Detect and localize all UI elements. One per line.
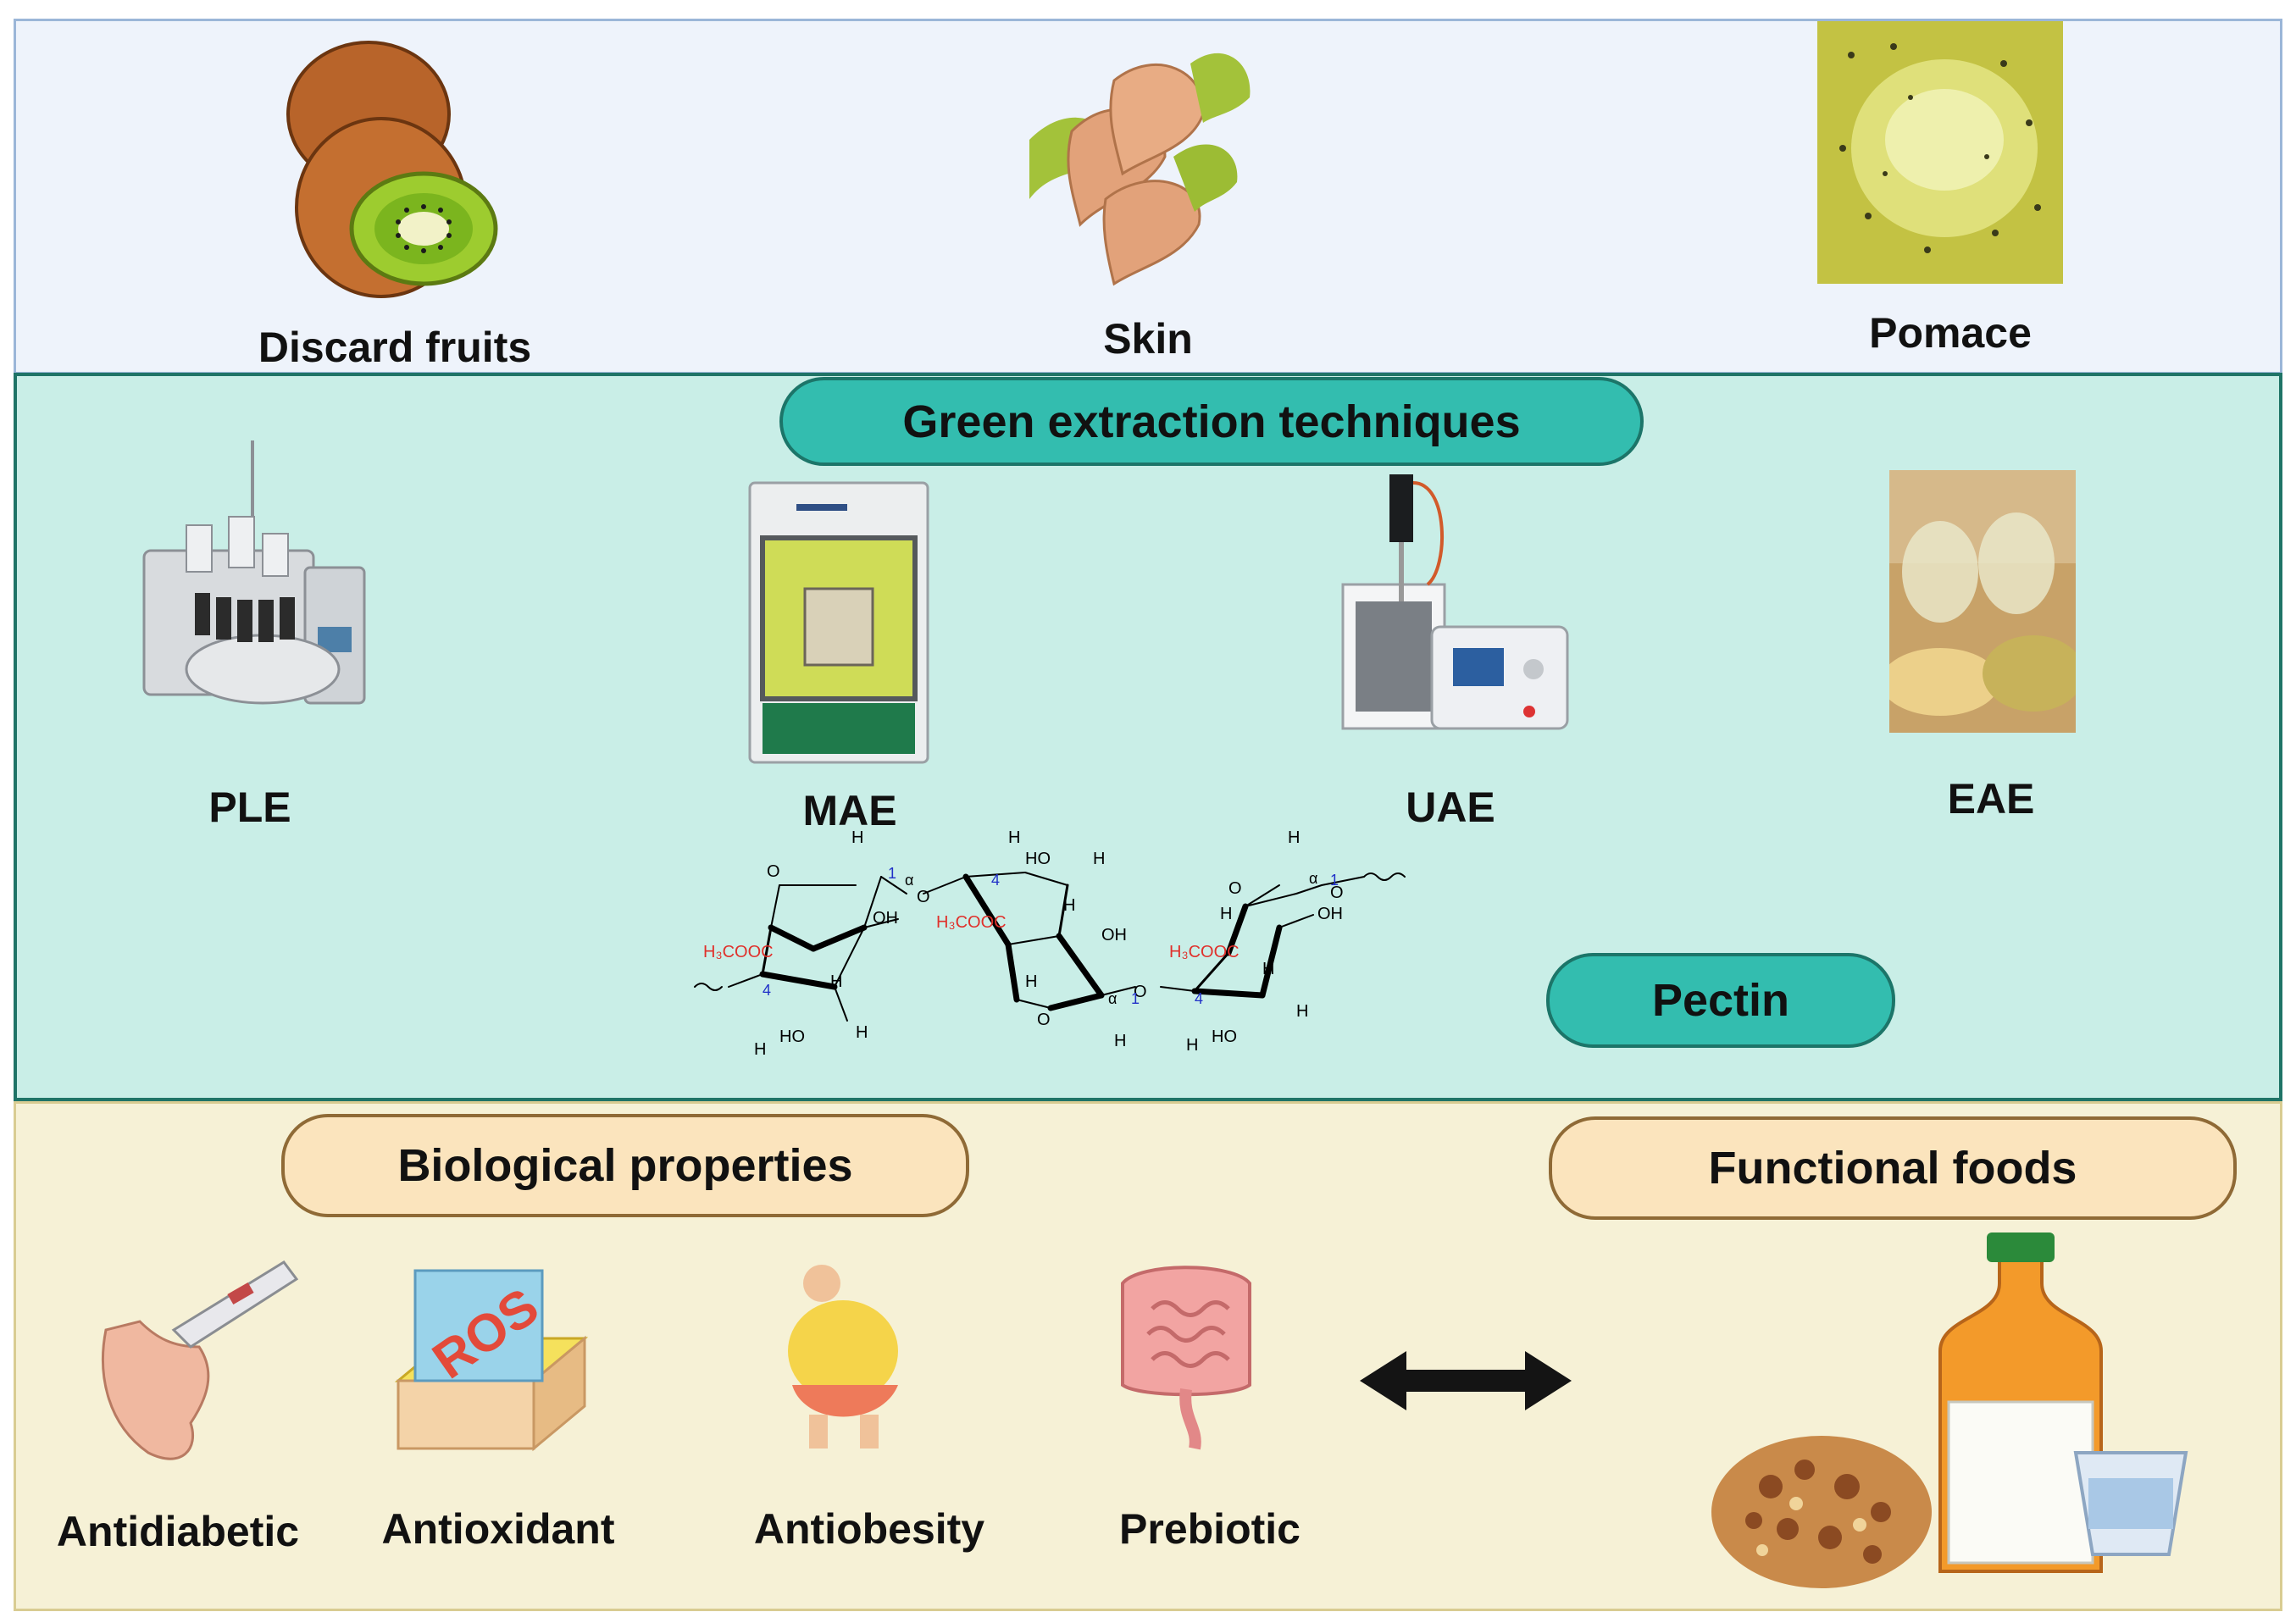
double-headed-arrow: [1360, 1351, 1572, 1410]
obese-person-icon: [771, 1258, 915, 1453]
svg-text:OH: OH: [1101, 926, 1127, 944]
svg-text:O: O: [917, 888, 930, 906]
svg-text:OH: OH: [873, 909, 898, 928]
svg-text:α: α: [1309, 870, 1317, 887]
intestine-prebiotic-icon: [1106, 1258, 1267, 1453]
antiobesity-label: Antiobesity: [753, 1505, 985, 1553]
eae-label: EAE: [1947, 775, 2035, 823]
svg-text:HO: HO: [1212, 1028, 1237, 1046]
svg-text:4: 4: [763, 982, 771, 999]
svg-text:HO: HO: [1025, 850, 1051, 868]
svg-text:HO: HO: [779, 1028, 805, 1046]
uae-label: UAE: [1406, 784, 1495, 831]
svg-text:H: H: [754, 1040, 766, 1059]
ple-label: PLE: [208, 784, 291, 831]
svg-text:H₃COOC: H₃COOC: [703, 943, 774, 961]
ple-instrument-image: [136, 440, 377, 720]
svg-text:O: O: [1037, 1011, 1051, 1029]
svg-text:H: H: [856, 1023, 868, 1042]
eae-enzyme-image: [1889, 470, 2076, 733]
svg-text:H: H: [1288, 828, 1300, 847]
skin-label: Skin: [1103, 315, 1193, 363]
svg-text:H: H: [1114, 1032, 1126, 1050]
svg-text:α: α: [905, 872, 913, 889]
svg-text:H: H: [1262, 960, 1274, 978]
mae-microwave-image: [746, 479, 932, 767]
svg-text:OH: OH: [1317, 905, 1343, 923]
svg-text:H: H: [1186, 1036, 1198, 1055]
svg-text:H₃COOC: H₃COOC: [1169, 943, 1240, 961]
svg-text:H: H: [830, 972, 842, 991]
prebiotic-label: Prebiotic: [1119, 1505, 1301, 1553]
glucose-meter-hand-icon: [72, 1254, 301, 1474]
svg-text:α: α: [1108, 990, 1117, 1007]
antioxidant-label: Antioxidant: [381, 1505, 615, 1553]
pectin-label: Pectin: [1546, 953, 1895, 1048]
antioxidant-skin-ros-icon: ROS: [381, 1254, 593, 1457]
svg-text:4: 4: [991, 872, 1000, 889]
svg-text:O: O: [1228, 879, 1242, 898]
svg-text:4: 4: [1195, 990, 1203, 1007]
mae-label: MAE: [802, 787, 897, 834]
svg-text:H: H: [1220, 905, 1232, 923]
antidiabetic-label: Antidiabetic: [56, 1508, 300, 1555]
discard-fruits-label: Discard fruits: [258, 324, 532, 371]
svg-text:H: H: [851, 828, 863, 847]
functional-foods-title: Functional foods: [1549, 1116, 2237, 1220]
svg-text:H: H: [1008, 828, 1020, 847]
svg-text:H: H: [1063, 896, 1075, 915]
svg-text:H: H: [1296, 1002, 1308, 1021]
uae-sonicator-image: [1339, 466, 1584, 737]
svg-text:1: 1: [888, 865, 896, 882]
svg-text:O: O: [1134, 983, 1147, 1001]
functional-foods-image: [1711, 1232, 2194, 1597]
kiwi-fruit-image: [280, 34, 500, 305]
svg-text:1: 1: [1330, 872, 1339, 889]
pectin-chemical-structure: H O OH H H HO H O H HO H H OH H H O O H …: [686, 826, 1500, 1072]
svg-text:H: H: [1093, 850, 1105, 868]
svg-text:H₃COOC: H₃COOC: [936, 913, 1007, 932]
svg-text:O: O: [767, 862, 780, 881]
svg-text:1: 1: [1131, 990, 1140, 1007]
kiwi-skin-image: [1021, 30, 1267, 301]
green-extraction-title: Green extraction techniques: [779, 377, 1644, 466]
pomace-image: [1817, 21, 2063, 284]
biological-properties-title: Biological properties: [281, 1114, 969, 1217]
svg-text:H: H: [1025, 972, 1037, 991]
pomace-label: Pomace: [1869, 309, 2032, 357]
svg-text:O: O: [1330, 884, 1344, 902]
